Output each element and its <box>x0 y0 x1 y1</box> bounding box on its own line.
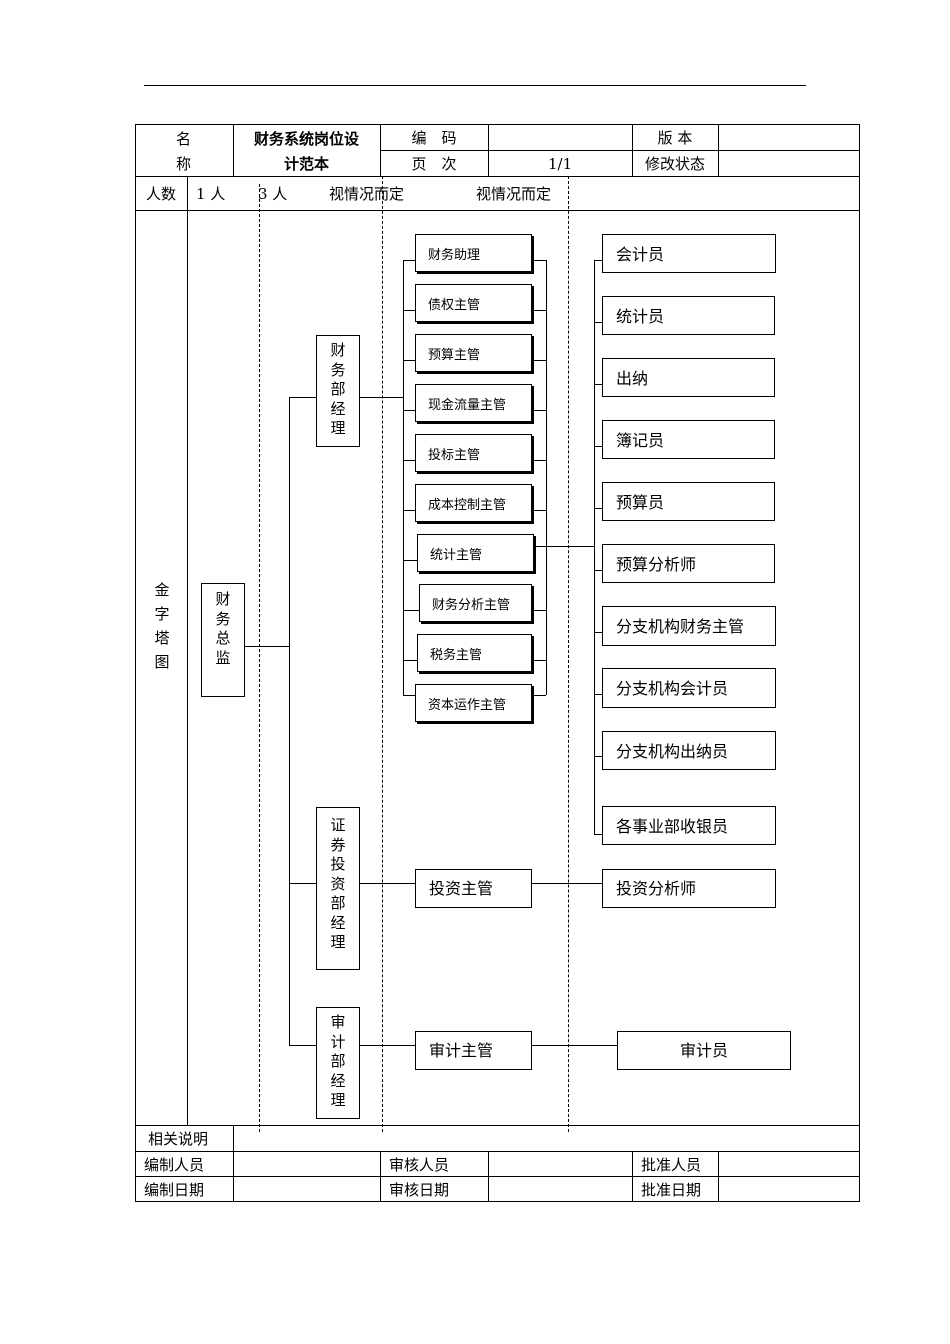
auditor-box: 审计员 <box>617 1031 791 1070</box>
finance-manager-box: 财务 部经 理 <box>316 335 360 447</box>
staff-box: 分支机构会计员 <box>602 668 776 708</box>
name-label: 称 <box>176 154 192 173</box>
approved-date-label: 批准日期 <box>641 1181 702 1199</box>
page-label: 页 次 <box>411 155 457 173</box>
headcount-managers: 3 人 <box>258 185 288 203</box>
director-box: 财务 总监 <box>201 583 245 697</box>
version-value[interactable] <box>718 125 860 150</box>
supervisor-box: 财务分析主管 <box>419 584 532 622</box>
supervisor-box: 成本控制主管 <box>415 484 532 522</box>
form-title: 财务系统岗位设 <box>253 129 359 148</box>
supervisor-box: 资本运作主管 <box>415 684 532 722</box>
prepared-date-label: 编制日期 <box>144 1181 205 1199</box>
name-label: 名 <box>176 129 192 148</box>
approved-by-label: 批准人员 <box>641 1155 702 1174</box>
audit-manager-box: 审计 部经 理 <box>316 1007 360 1119</box>
code-value[interactable] <box>488 125 632 150</box>
form-title: 计范本 <box>283 154 329 173</box>
staff-box: 预算分析师 <box>602 544 775 583</box>
staff-box: 簿记员 <box>602 420 775 459</box>
staff-box: 预算员 <box>602 482 775 521</box>
revision-value[interactable] <box>718 151 860 176</box>
supervisor-box: 财务助理 <box>415 234 532 272</box>
notes-label: 相关说明 <box>148 1130 209 1148</box>
supervisor-box: 统计主管 <box>417 534 534 572</box>
version-label: 版 本 <box>657 129 693 147</box>
page-value: 1/1 <box>548 154 573 173</box>
code-label: 编 码 <box>411 129 457 147</box>
supervisor-box: 税务主管 <box>417 634 532 672</box>
form-frame <box>135 124 860 1202</box>
headcount-supervisors: 视情况而定 <box>329 185 405 203</box>
reviewed-by-label: 审核人员 <box>389 1155 450 1174</box>
pyramid-label: 金字 塔图 <box>154 581 170 671</box>
securities-manager-box: 证券 投资 部经 理 <box>316 807 360 970</box>
staff-box: 分支机构出纳员 <box>602 731 776 770</box>
investment-analyst-box: 投资分析师 <box>602 869 776 908</box>
staff-box: 出纳 <box>602 358 775 397</box>
investment-supervisor-box: 投资主管 <box>415 869 532 908</box>
supervisor-box: 投标主管 <box>415 434 532 472</box>
staff-box: 各事业部收银员 <box>602 806 776 845</box>
revision-label: 修改状态 <box>644 155 705 173</box>
staff-box: 统计员 <box>602 296 775 335</box>
prepared-by-label: 编制人员 <box>144 1155 205 1174</box>
headcount-director: 1 人 <box>196 185 226 203</box>
supervisor-box: 现金流量主管 <box>415 384 532 422</box>
staff-box: 会计员 <box>602 234 776 273</box>
top-rule <box>144 85 806 86</box>
supervisor-box: 预算主管 <box>415 334 532 372</box>
supervisor-box: 债权主管 <box>415 284 532 322</box>
headcount-label: 人数 <box>145 185 176 203</box>
reviewed-date-label: 审核日期 <box>389 1181 450 1199</box>
staff-box: 分支机构财务主管 <box>602 606 776 646</box>
audit-supervisor-box: 审计主管 <box>415 1031 532 1070</box>
headcount-staff: 视情况而定 <box>476 185 552 203</box>
